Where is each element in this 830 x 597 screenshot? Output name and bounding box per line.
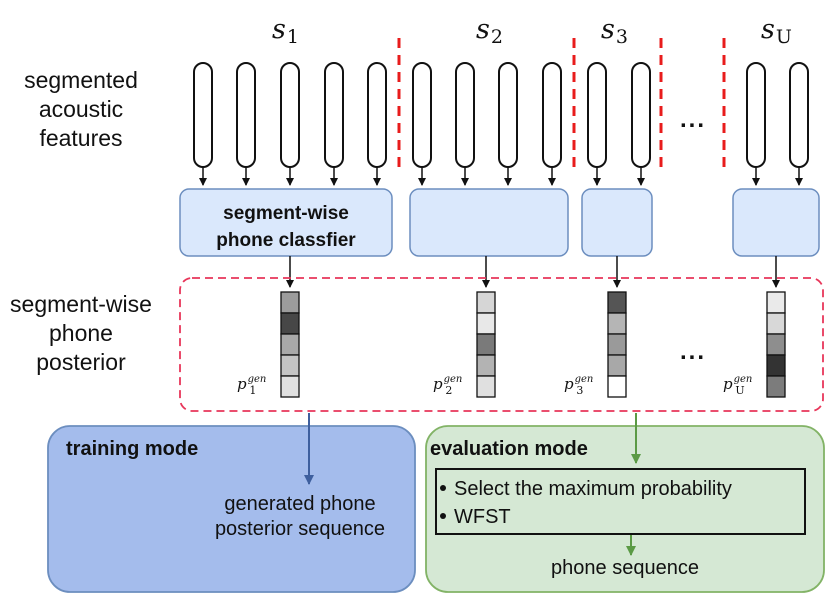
segment-label-1: s1 bbox=[272, 14, 299, 48]
posterior-cell bbox=[476, 291, 496, 314]
classifier-label: segment-wise phone classfier bbox=[216, 203, 356, 251]
feature-frame bbox=[789, 62, 809, 168]
posterior-cell bbox=[280, 354, 300, 377]
posterior-label-2: pgen2 bbox=[433, 374, 463, 397]
posterior-cell bbox=[766, 312, 786, 335]
posterior-cell bbox=[766, 354, 786, 377]
feature-frame bbox=[455, 62, 475, 168]
segment-label-2: s2 bbox=[476, 14, 503, 48]
training-mode-title: training mode bbox=[66, 438, 199, 460]
training-mode-output: generated phone posterior sequence bbox=[214, 493, 386, 540]
feature-frame bbox=[324, 62, 344, 168]
posterior-vector-u bbox=[766, 291, 786, 398]
evaluation-method-item-2: WFST bbox=[440, 506, 511, 529]
classifier-box-3 bbox=[581, 188, 653, 257]
posterior-cell bbox=[280, 312, 300, 335]
frame-arrows bbox=[199, 167, 803, 186]
feature-frame bbox=[746, 62, 766, 168]
feature-frame bbox=[542, 62, 562, 168]
posterior-cell bbox=[607, 312, 627, 335]
posterior-label-1: pgen1 bbox=[237, 374, 267, 397]
feature-frame bbox=[236, 62, 256, 168]
evaluation-mode-title: evaluation mode bbox=[430, 438, 588, 460]
posterior-label-u: pgenU bbox=[723, 374, 753, 397]
posterior-cell bbox=[476, 333, 496, 356]
bullet-icon bbox=[440, 485, 446, 491]
feature-frame bbox=[631, 62, 651, 168]
bullet-icon bbox=[440, 513, 446, 519]
posterior-group-outline bbox=[179, 277, 824, 412]
posterior-cell bbox=[280, 375, 300, 398]
posterior-vector-3 bbox=[607, 291, 627, 398]
posterior-ellipsis: ... bbox=[680, 338, 707, 365]
posterior-cell bbox=[280, 333, 300, 356]
classifier-box-u bbox=[732, 188, 820, 257]
training-mode-box bbox=[47, 425, 416, 593]
posterior-cell bbox=[607, 354, 627, 377]
posterior-cell bbox=[766, 291, 786, 314]
feature-ellipsis: ... bbox=[680, 106, 707, 133]
posterior-cell bbox=[607, 375, 627, 398]
feature-frames bbox=[193, 62, 809, 168]
feature-frame bbox=[587, 62, 607, 168]
feature-frame bbox=[193, 62, 213, 168]
posterior-cell bbox=[766, 333, 786, 356]
feature-frame bbox=[498, 62, 518, 168]
posterior-cell bbox=[280, 291, 300, 314]
feature-frame bbox=[412, 62, 432, 168]
posterior-cell bbox=[476, 312, 496, 335]
feature-frame bbox=[367, 62, 387, 168]
acoustic-features-label: segmented acoustic features bbox=[24, 67, 138, 151]
segment-separators bbox=[397, 38, 726, 172]
evaluation-mode-box bbox=[425, 425, 825, 593]
posterior-label-3: pgen3 bbox=[564, 374, 594, 397]
posterior-cell bbox=[476, 354, 496, 377]
posterior-cell bbox=[766, 375, 786, 398]
feature-frame bbox=[280, 62, 300, 168]
posterior-vector-2 bbox=[476, 291, 496, 398]
classifier-arrows bbox=[286, 256, 780, 288]
posterior-cell bbox=[607, 291, 627, 314]
segment-label-3: s3 bbox=[601, 14, 628, 48]
classifier-boxes bbox=[179, 188, 820, 257]
posterior-cell bbox=[476, 375, 496, 398]
classifier-box-1 bbox=[179, 188, 393, 257]
evaluation-method-item-1: Select the maximum probability bbox=[440, 478, 732, 501]
evaluation-methods-box bbox=[435, 468, 806, 535]
posterior-cell bbox=[607, 333, 627, 356]
posterior-vector-1 bbox=[280, 291, 300, 398]
evaluation-mode-output: phone sequence bbox=[551, 557, 699, 579]
phone-posterior-label: segment-wise phone posterior bbox=[10, 291, 152, 375]
classifier-box-2 bbox=[409, 188, 569, 257]
segment-label-u: sU bbox=[761, 14, 792, 48]
